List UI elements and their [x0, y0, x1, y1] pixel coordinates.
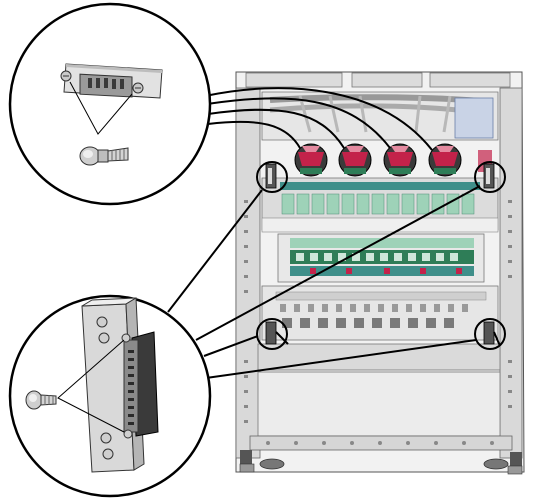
- rail-connector: [474, 318, 506, 350]
- thumbscrew-connector-icon: [60, 63, 163, 99]
- left-rail-holes: [244, 200, 248, 423]
- screw-pointer-lines: [69, 81, 133, 135]
- cabinet-top-vents: [245, 72, 511, 88]
- top-callout-circle: [8, 2, 212, 206]
- upper-card-cage: [261, 177, 499, 233]
- right-side-rail: [499, 87, 523, 459]
- cabinet-feet: [239, 450, 523, 475]
- middle-board: [277, 233, 485, 283]
- cable-connector: [294, 143, 328, 177]
- rail-connector: [474, 161, 506, 193]
- screw-icon: [25, 390, 57, 410]
- rail-connector: [256, 318, 289, 350]
- rail-connector: [256, 161, 288, 193]
- screw-pointer-lines: [57, 339, 125, 433]
- lower-bay: [261, 285, 499, 341]
- front-cable-connectors: [294, 143, 492, 177]
- server-cabinet: [235, 71, 525, 475]
- leader-lines: [167, 87, 481, 379]
- top-callout: [8, 2, 212, 206]
- cable-connector: [383, 143, 417, 177]
- thumbscrew-icon: [79, 146, 129, 166]
- right-rail-holes: [508, 200, 512, 408]
- cabinet-base: [249, 343, 513, 451]
- bottom-callout: [8, 294, 212, 498]
- left-side-rail: [235, 87, 261, 459]
- cable-connector: [428, 143, 462, 177]
- cable-connector: [338, 143, 372, 177]
- side-rail-connectors: [256, 161, 506, 350]
